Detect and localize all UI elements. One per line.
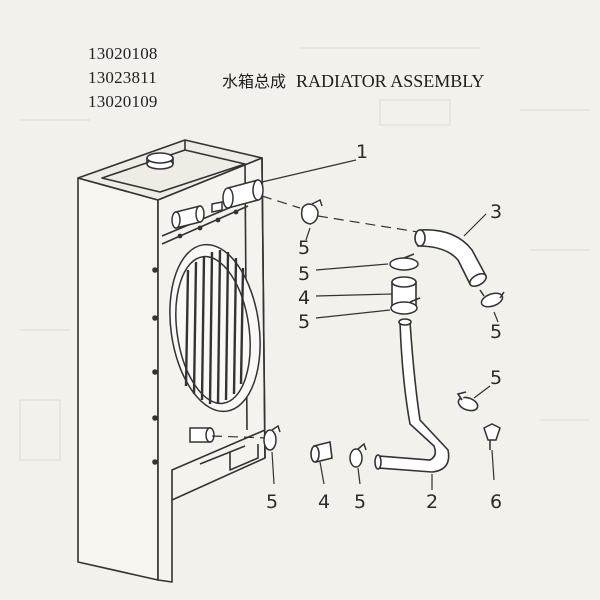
fan-shroud xyxy=(169,243,261,413)
callout-3: 3 xyxy=(490,201,502,223)
callout-1: 1 xyxy=(356,141,368,163)
title-english: RADIATOR ASSEMBLY xyxy=(296,71,485,91)
clamp-loose xyxy=(456,391,479,412)
radiator-inlet-pipes xyxy=(171,179,264,229)
part-number-1: 13020108 xyxy=(88,44,158,63)
part-number-2: 13023811 xyxy=(88,68,157,87)
callout-5-g: 5 xyxy=(354,491,366,513)
callout-4-upper: 4 xyxy=(298,287,310,309)
assembly-lines xyxy=(211,195,419,439)
background-bleed xyxy=(19,47,590,461)
clamp-sleeve-bottom xyxy=(390,297,421,315)
part-number-3: 13020109 xyxy=(88,92,158,111)
callout-6: 6 xyxy=(490,491,502,513)
callout-5-c: 5 xyxy=(298,311,310,333)
callout-5-d: 5 xyxy=(490,321,502,343)
clamp-upper-1 xyxy=(300,198,323,225)
upper-hose xyxy=(414,229,488,288)
bracket xyxy=(483,423,501,450)
callout-2: 2 xyxy=(426,491,438,513)
radiator-core-fins xyxy=(184,249,245,405)
callout-5-f: 5 xyxy=(266,491,278,513)
callout-5-e: 5 xyxy=(490,367,502,389)
clamp-hose-end xyxy=(479,289,505,308)
lower-hose xyxy=(374,318,450,473)
callout-5-a: 5 xyxy=(298,237,310,259)
title-chinese: 水箱总成 xyxy=(222,72,287,91)
clamp-sleeve-top xyxy=(389,253,419,271)
radiator-outlet-pipe xyxy=(189,427,215,443)
leader-lines xyxy=(261,159,499,490)
callout-5-b: 5 xyxy=(298,263,310,285)
callout-4-lower: 4 xyxy=(318,491,330,513)
clamp-lower-2 xyxy=(349,442,367,468)
clamp-lower-1 xyxy=(263,424,281,451)
coupling-sleeve-lower xyxy=(310,441,333,463)
drawing-title: 水箱总成 RADIATOR ASSEMBLY xyxy=(222,68,484,92)
